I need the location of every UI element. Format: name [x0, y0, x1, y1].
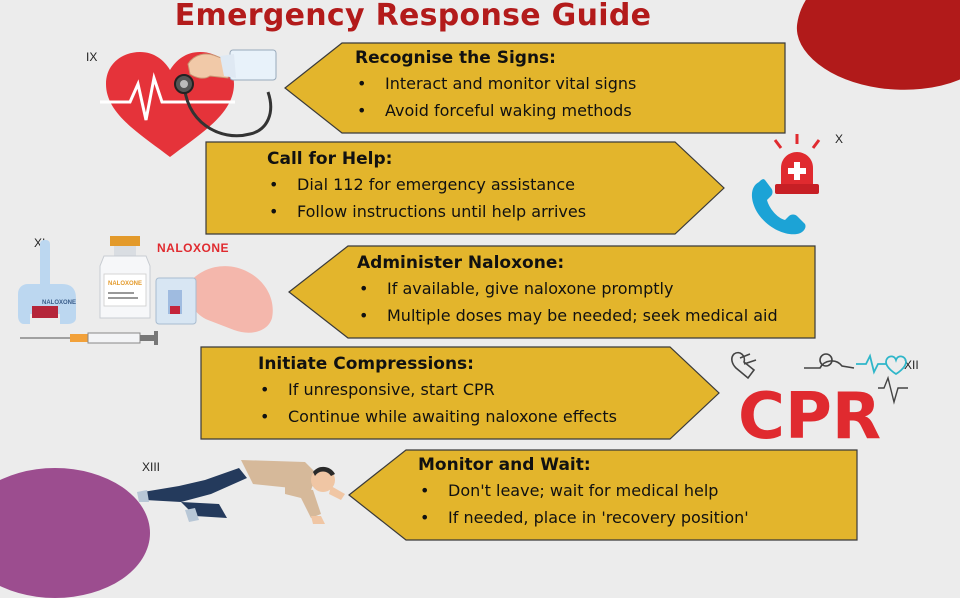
step-card-compressions: Initiate Compressions: If unresponsive, … — [200, 346, 720, 440]
naloxone-device-label: NALOXONE — [42, 300, 77, 306]
step-bullet: Multiple doses may be needed; seek medic… — [357, 306, 778, 325]
step-heading: Monitor and Wait: — [418, 455, 591, 475]
decorative-blob-bottom-left — [0, 468, 150, 598]
naloxone-vial-label: NALOXONE — [108, 281, 143, 287]
step-card-call: Call for Help: Dial 112 for emergency as… — [205, 141, 725, 235]
step-bullet: Dial 112 for emergency assistance — [267, 175, 586, 194]
step-bullet: Follow instructions until help arrives — [267, 202, 586, 221]
cpr-icon: CPR — [731, 351, 908, 442]
image-label: X — [835, 132, 844, 146]
heart-stethoscope-icon — [100, 49, 277, 157]
step-bullet: If available, give naloxone promptly — [357, 279, 778, 298]
image-label: XI — [34, 236, 46, 250]
step-bullet: Interact and monitor vital signs — [355, 74, 636, 93]
cpr-text: CPR — [738, 380, 881, 442]
naloxone-kit-icon — [18, 236, 273, 345]
step-bullet: If needed, place in 'recovery position' — [418, 508, 749, 527]
step-card-monitor: Monitor and Wait: Don't leave; wait for … — [348, 449, 858, 541]
step-heading: Initiate Compressions: — [258, 354, 474, 374]
emergency-phone-siren-icon — [751, 134, 821, 235]
image-label: XIII — [142, 460, 161, 474]
step-bullet: If unresponsive, start CPR — [258, 380, 617, 399]
step-heading: Administer Naloxone: — [357, 253, 565, 273]
step-heading: Call for Help: — [267, 149, 393, 169]
step-heading: Recognise the Signs: — [355, 48, 556, 68]
image-label: IX — [86, 50, 98, 64]
naloxone-title: NALOXONE — [157, 241, 230, 255]
recovery-position-icon — [137, 460, 345, 524]
page-title: Emergency Response Guide — [174, 0, 652, 33]
step-bullet: Avoid forceful waking methods — [355, 101, 636, 120]
step-bullet: Don't leave; wait for medical help — [418, 481, 749, 500]
step-card-naloxone: Administer Naloxone: If available, give … — [288, 245, 816, 339]
step-card-recognise: Recognise the Signs: Interact and monito… — [284, 42, 786, 134]
image-label: XII — [904, 358, 919, 372]
step-bullet: Continue while awaiting naloxone effects — [258, 407, 617, 426]
